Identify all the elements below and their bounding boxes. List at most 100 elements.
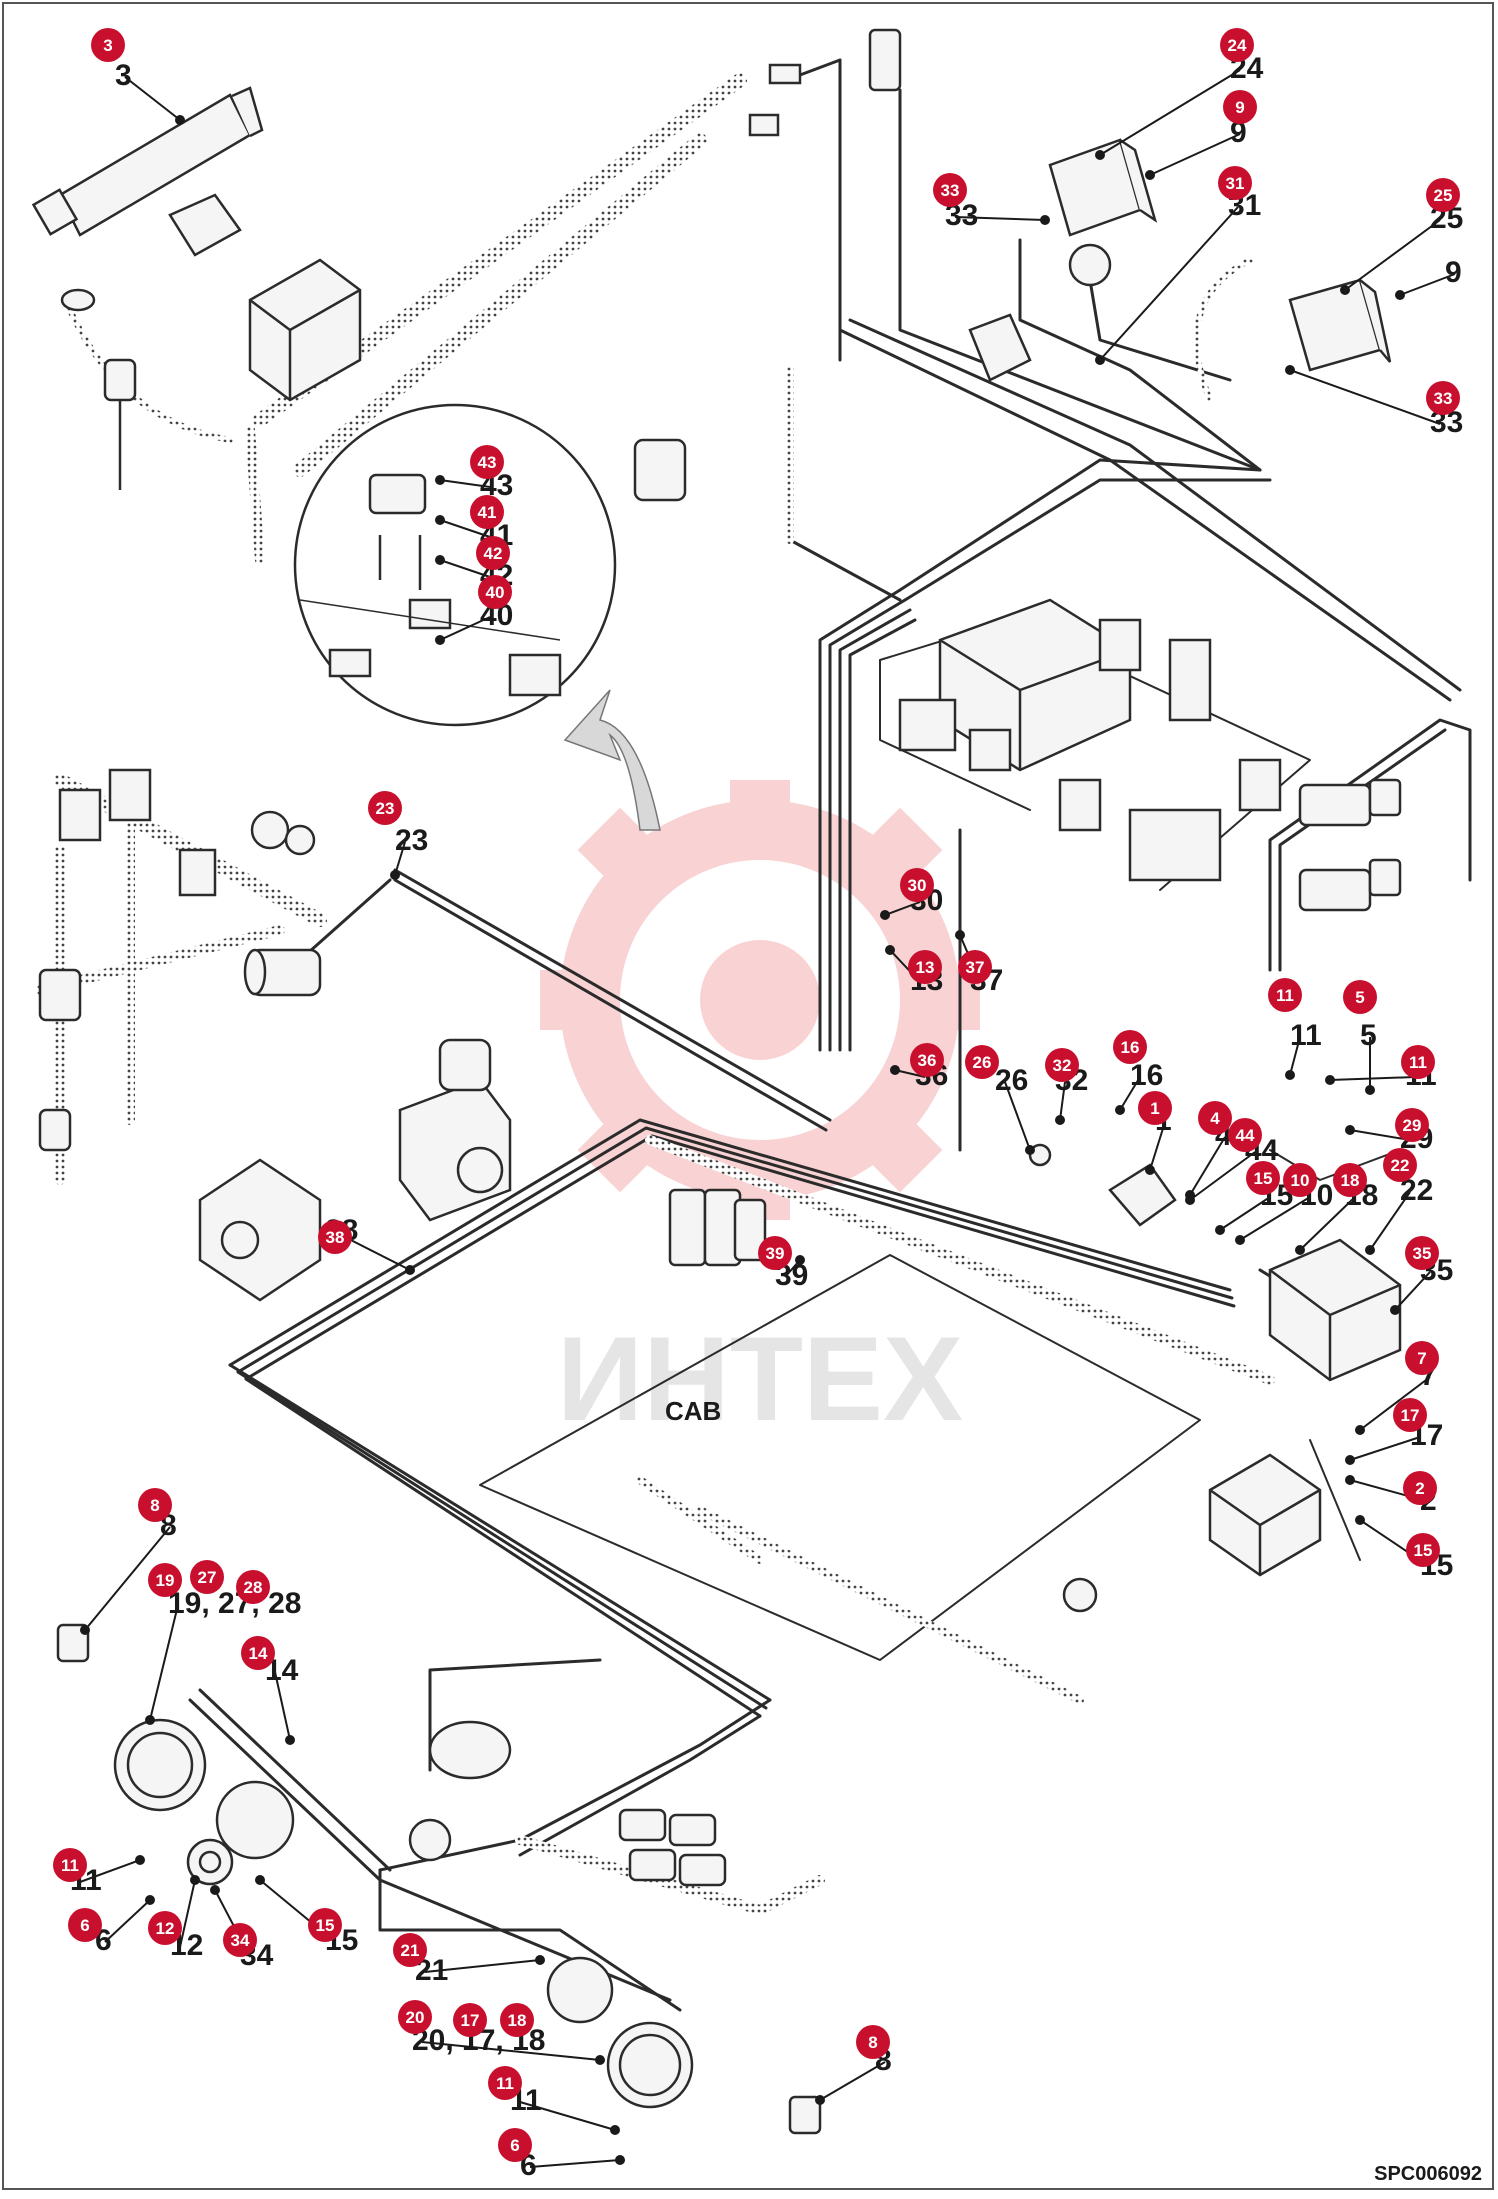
callout-leader-dot [1345, 1455, 1355, 1465]
callout-badge [1405, 1341, 1439, 1375]
callout-number-label: 3 [115, 59, 132, 92]
callout-badge [758, 1236, 792, 1270]
callout-leader-dot [1040, 215, 1050, 225]
callout-badge-text: 40 [486, 583, 505, 602]
connector-top-icon [748, 28, 902, 137]
callout-badge [1268, 978, 1302, 1012]
callout-leader-dot [1340, 285, 1350, 295]
callout-badge-text: 14 [249, 1644, 268, 1663]
callout-c2: 22 [1345, 1471, 1437, 1517]
callout-badge-text: 27 [198, 1568, 217, 1587]
callout-badge-text: 17 [461, 2011, 480, 2030]
callout-badge [498, 2128, 532, 2162]
callout-badge-text: 32 [1053, 1056, 1072, 1075]
callout-badge [965, 1045, 999, 1079]
callout-badge-text: 36 [918, 1051, 937, 1070]
watermark: ИНТЕХ [540, 780, 980, 1446]
callout-leader-dot [1365, 1085, 1375, 1095]
callout-badge [393, 1933, 427, 1967]
switch-icon [168, 193, 242, 257]
callout-badge-text: 15 [1254, 1169, 1273, 1188]
callout-leader-dot [1095, 355, 1105, 365]
callout-leader-dot [890, 1065, 900, 1075]
starter-motor-icon [243, 948, 322, 997]
callout-leader-line [1239, 1196, 1311, 1241]
cab-box-icon [1208, 1453, 1322, 1577]
work-lamp-2-icon [546, 1956, 822, 2135]
callout-number-label: 19, 27, 28 [168, 1587, 301, 1620]
callout-leader-line [519, 2101, 616, 2131]
callout-badge-text: 33 [1434, 389, 1453, 408]
callout-badge-text: 18 [1341, 1171, 1360, 1190]
beacon-icon [633, 438, 687, 502]
alternator-icon [198, 1158, 322, 1302]
callout-badge [1246, 1161, 1280, 1195]
callout-leader-line [1359, 1376, 1431, 1431]
callout-badge-text: 9 [1235, 98, 1244, 117]
drawing-code: SPC006092 [1374, 2163, 1482, 2185]
callout-badge-text: 26 [973, 1053, 992, 1072]
callout-badge [900, 868, 934, 902]
callout-badge-text: 11 [1276, 986, 1294, 1005]
callout-badge [1198, 1101, 1232, 1135]
callout-leader-dot [1325, 1075, 1335, 1085]
callout-badge-text: 20 [406, 2008, 425, 2027]
callout-leader-line [1369, 1191, 1411, 1251]
callout-badge-text: 24 [1228, 36, 1247, 55]
callout-leader-line [819, 2061, 886, 2101]
callout-badge-text: 37 [966, 958, 985, 977]
module-24-icon [1048, 138, 1158, 237]
callout-c28: 28 [236, 1570, 270, 1604]
callout-badge-text: 18 [508, 2011, 527, 2030]
callout-badge [308, 1908, 342, 1942]
callout-leader-dot [1145, 170, 1155, 180]
callout-number-label: 26 [995, 1064, 1028, 1097]
callout-leader-dot [535, 1955, 545, 1965]
callout-leader-line [1399, 273, 1456, 296]
callout-leader-dot [1355, 1425, 1365, 1435]
callout-badge [478, 575, 512, 609]
callout-leader-line [1099, 69, 1241, 156]
callout-badge [1405, 1236, 1439, 1270]
callout-c9b: 9 [1395, 256, 1462, 300]
callout-leader-line [1059, 1081, 1066, 1121]
callout-badge [148, 1911, 182, 1945]
callout-badge-text: 8 [150, 1496, 159, 1515]
callout-leader-line [439, 479, 491, 488]
callout-badge-text: 13 [916, 958, 935, 977]
callout-badge-text: 15 [1414, 1541, 1433, 1560]
callout-leader-dot [610, 2125, 620, 2135]
callout-leader-dot [1355, 1515, 1365, 1525]
callout-leader-line [1189, 1151, 1256, 1201]
callout-c8a: 88 [80, 1488, 177, 1635]
callout-badge-text: 5 [1355, 988, 1364, 1007]
callout-leader-line [1344, 219, 1441, 291]
callout-c13: 1313 [885, 945, 943, 997]
lower-connector-cluster-icon [408, 1720, 727, 1887]
callout-c17b: 17 [453, 2003, 487, 2037]
callout-badge [1401, 1045, 1435, 1079]
watermark-gear-icon [540, 780, 980, 1220]
callout-badge [1228, 1118, 1262, 1152]
callout-badge [856, 2025, 890, 2059]
callout-badge [1383, 1148, 1417, 1182]
callout-c7: 77 [1355, 1341, 1439, 1435]
callout-badge [500, 2003, 534, 2037]
callout-badge-text: 12 [156, 1919, 175, 1938]
callout-c8b: 88 [815, 2025, 892, 2105]
callout-badge [908, 950, 942, 984]
callout-badge [1426, 178, 1460, 212]
callout-leader-line [1289, 1036, 1301, 1076]
callout-leader-dot [210, 1885, 220, 1895]
callout-leader-line [274, 1671, 291, 1741]
callout-number-label: 9 [1230, 116, 1247, 149]
